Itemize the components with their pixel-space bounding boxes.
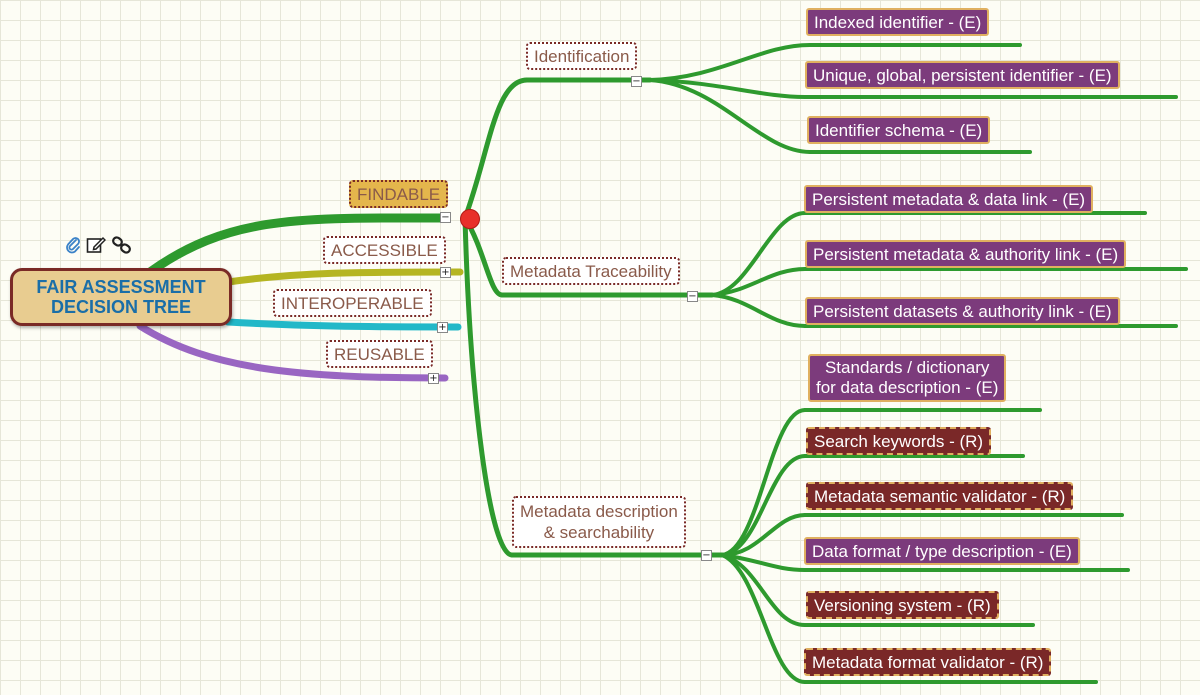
accessible-expand-toggle[interactable]: + — [440, 267, 451, 278]
leaf-metadata-data-link[interactable]: Persistent metadata & data link - (E) — [804, 185, 1094, 213]
leaf-search-keywords[interactable]: Search keywords - (R) — [806, 427, 992, 455]
traceability-collapse-toggle[interactable]: − — [687, 291, 698, 302]
edit-note-icon[interactable] — [86, 236, 107, 260]
leaf-identifier-schema[interactable]: Identifier schema - (E) — [807, 116, 991, 144]
leaf-standards-dictionary[interactable]: Standards / dictionary for data descript… — [808, 354, 1007, 402]
link-icon[interactable] — [111, 236, 133, 260]
subcategory-identification[interactable]: Identification — [526, 42, 638, 70]
leaf-indexed-identifier[interactable]: Indexed identifier - (E) — [806, 8, 990, 36]
category-accessible[interactable]: ACCESSIBLE — [323, 236, 446, 264]
identification-collapse-toggle[interactable]: − — [631, 76, 642, 87]
subcategory-traceability[interactable]: Metadata Traceability — [502, 257, 680, 285]
leaf-metadata-authority-link[interactable]: Persistent metadata & authority link - (… — [805, 240, 1127, 268]
leaf-semantic-validator[interactable]: Metadata semantic validator - (R) — [806, 482, 1074, 510]
leaf-unique-identifier[interactable]: Unique, global, persistent identifier - … — [805, 61, 1120, 89]
standards-line1: Standards / dictionary — [824, 358, 990, 377]
leaf-datasets-authority-link[interactable]: Persistent datasets & authority link - (… — [805, 297, 1120, 325]
subcategory-description[interactable]: Metadata description & searchability — [512, 496, 686, 548]
description-collapse-toggle[interactable]: − — [701, 550, 712, 561]
category-reusable[interactable]: REUSABLE — [326, 340, 433, 368]
description-line2: & searchability — [543, 523, 655, 542]
leaf-format-validator[interactable]: Metadata format validator - (R) — [804, 648, 1052, 676]
leaf-versioning-system[interactable]: Versioning system - (R) — [806, 591, 999, 619]
category-findable[interactable]: FINDABLE — [349, 180, 449, 208]
description-line1: Metadata description — [520, 502, 678, 521]
reusable-expand-toggle[interactable]: + — [428, 373, 439, 384]
root-title-line1: FAIR ASSESSMENT — [36, 277, 206, 297]
selected-node-marker — [460, 209, 480, 229]
category-interoperable[interactable]: INTEROPERABLE — [273, 289, 432, 317]
paperclip-icon[interactable] — [64, 236, 82, 260]
findable-collapse-toggle[interactable]: − — [440, 212, 451, 223]
root-title-line2: DECISION TREE — [50, 297, 192, 317]
standards-line2: for data description - (E) — [816, 378, 999, 397]
root-node[interactable]: FAIR ASSESSMENT DECISION TREE — [10, 268, 232, 326]
interoperable-expand-toggle[interactable]: + — [437, 322, 448, 333]
leaf-format-description[interactable]: Data format / type description - (E) — [804, 537, 1080, 565]
